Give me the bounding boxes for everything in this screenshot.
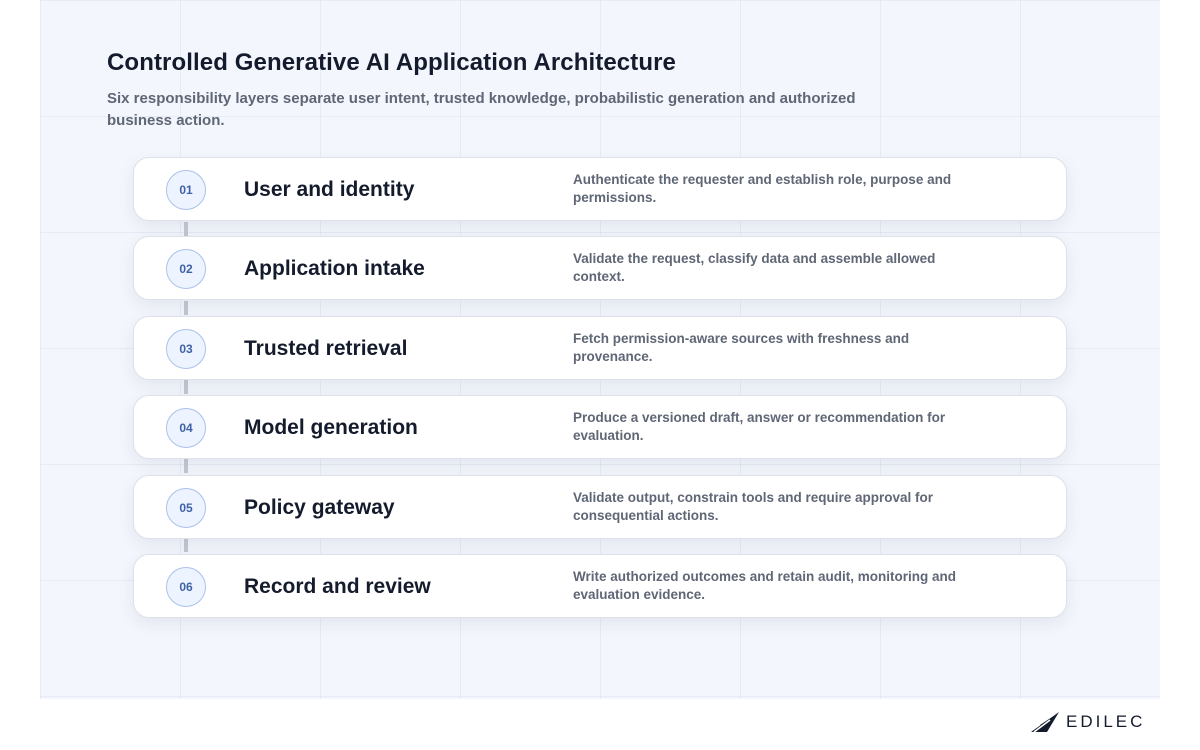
layer-description: Validate the request, classify data and … xyxy=(573,251,936,285)
layer-number-badge: 05 xyxy=(166,487,206,528)
layer-name: Policy gateway xyxy=(244,495,395,519)
layer-description: Write authorized outcomes and retain aud… xyxy=(573,568,957,602)
brand-name: EDILEC xyxy=(1066,712,1146,731)
layer-card-record-review: 06 Record and review Write authorized ou… xyxy=(133,553,1067,618)
page-subtitle: Six responsibility layers separate user … xyxy=(107,90,856,129)
layer-card-model-generation: 04 Model generation Produce a versioned … xyxy=(133,395,1067,460)
layer-number-badge: 06 xyxy=(166,566,206,607)
layer-name: Application intake xyxy=(244,257,425,281)
layer-description: Fetch permission-aware sources with fres… xyxy=(573,330,910,364)
layer-card-trusted-retrieval: 03 Trusted retrieval Fetch permission-aw… xyxy=(133,315,1067,380)
layer-name: Record and review xyxy=(244,574,431,598)
layer-card-application-intake: 02 Application intake Validate the reque… xyxy=(133,236,1067,301)
layer-card-policy-gateway: 05 Policy gateway Validate output, const… xyxy=(133,474,1067,539)
layer-number-badge: 03 xyxy=(166,328,206,369)
layer-number-badge: 01 xyxy=(166,170,206,210)
layer-number-badge: 04 xyxy=(166,408,206,449)
layer-description: Authenticate the requester and establish… xyxy=(573,172,952,205)
layer-name: Model generation xyxy=(244,416,418,440)
edilec-logo-icon xyxy=(1031,712,1059,733)
layer-stack: 01 User and identity Authenticate the re… xyxy=(133,157,1067,633)
layer-name: Trusted retrieval xyxy=(244,336,408,360)
page-title: Controlled Generative AI Application Arc… xyxy=(107,49,676,76)
layer-description: Produce a versioned draft, answer or rec… xyxy=(573,410,946,444)
layer-number-badge: 02 xyxy=(166,249,206,290)
layer-card-user-identity: 01 User and identity Authenticate the re… xyxy=(133,157,1067,221)
layer-description: Validate output, constrain tools and req… xyxy=(573,489,934,523)
layer-connector xyxy=(184,210,188,556)
layer-name: User and identity xyxy=(244,178,415,201)
brand-logo: EDILEC xyxy=(1030,709,1145,735)
